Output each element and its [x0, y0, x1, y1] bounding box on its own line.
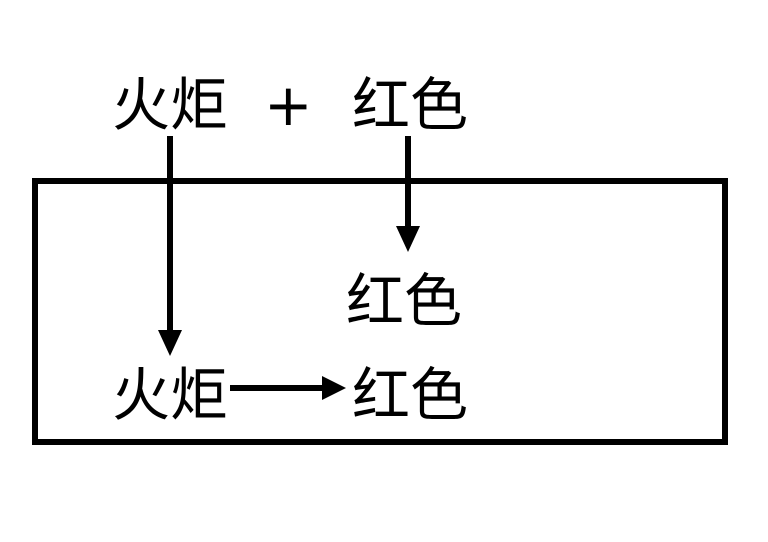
top-torch-label: 火炬 — [112, 71, 229, 139]
plus-operator: + — [264, 71, 313, 139]
box-red-bottom-label: 红色 — [352, 361, 469, 429]
arrow-torch-down-head — [158, 330, 182, 356]
arrow-red-down-head — [396, 226, 420, 252]
context-box — [32, 178, 728, 445]
top-red-label: 红色 — [352, 71, 469, 139]
box-red-middle-label: 红色 — [346, 267, 463, 335]
arrow-torch-to-red-head — [322, 376, 346, 400]
box-torch-label: 火炬 — [112, 361, 229, 429]
